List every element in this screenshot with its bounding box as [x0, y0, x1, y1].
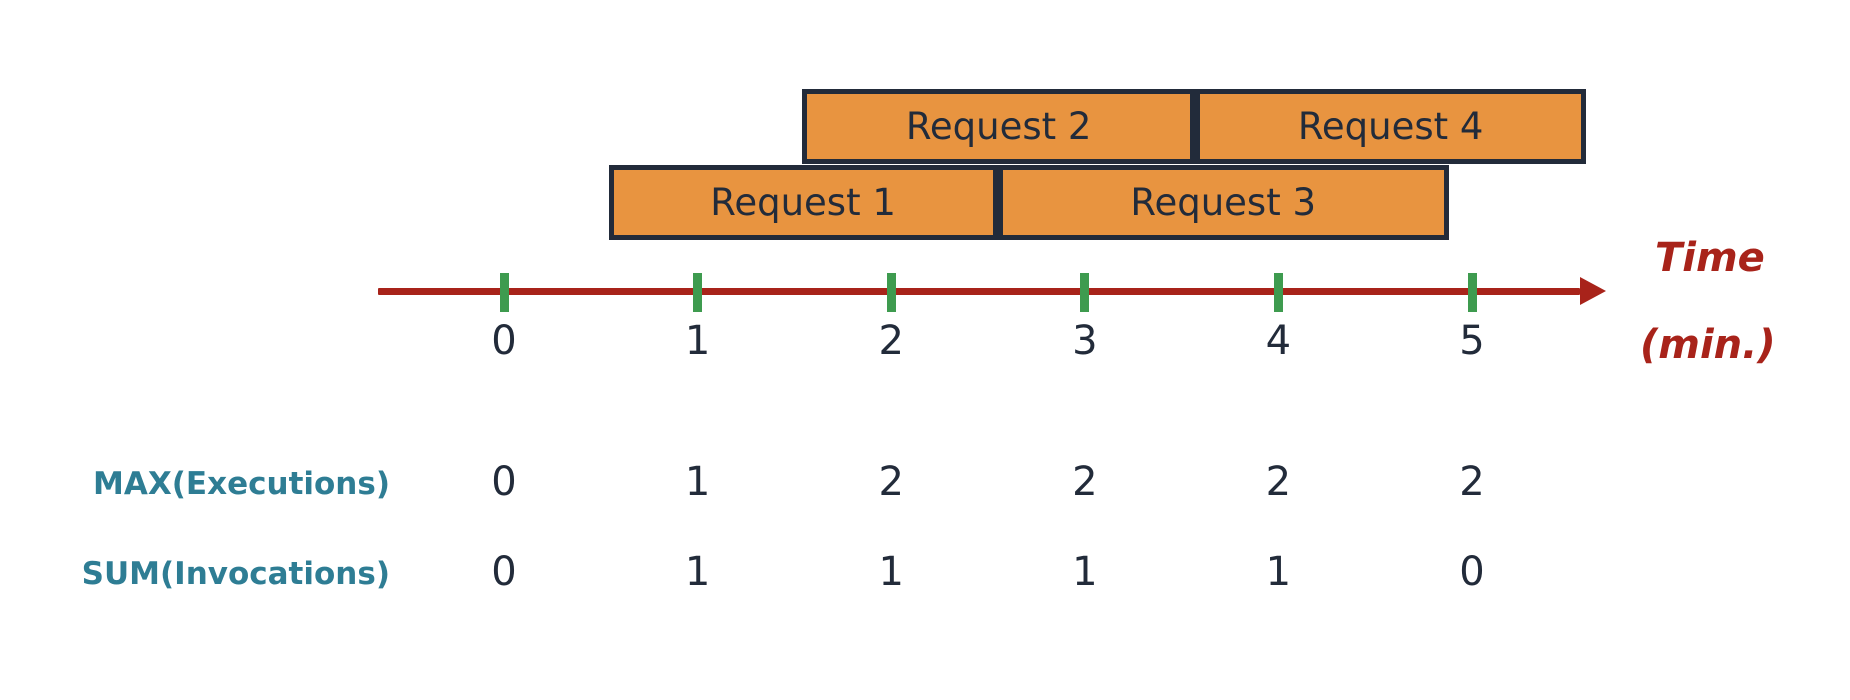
metric-value-cell: 2 — [1265, 459, 1292, 505]
metric-row-label: MAX(Executions) — [93, 466, 390, 502]
time-axis-tick — [1273, 273, 1283, 312]
time-axis-tick — [1467, 273, 1477, 312]
time-axis-tick-label: 4 — [1265, 318, 1292, 364]
request-bar-label: Request 4 — [1297, 105, 1484, 148]
metric-value-cell: 2 — [1459, 459, 1485, 505]
request-bar-label: Request 1 — [710, 181, 896, 224]
time-axis-tick-label: 3 — [1072, 318, 1098, 364]
time-axis-arrow-icon — [1580, 277, 1606, 305]
time-axis-tick-label: 5 — [1459, 318, 1485, 364]
metric-value-cell: 1 — [878, 549, 904, 595]
time-axis-tick — [693, 273, 703, 312]
time-axis-tick-label: 0 — [491, 318, 517, 364]
metric-value-cell: 2 — [1072, 459, 1098, 505]
time-axis-title-line2: (min.) — [1640, 322, 1776, 368]
metric-row-label: SUM(Invocations) — [81, 556, 390, 592]
metric-value-cell: 1 — [684, 459, 711, 505]
request-bar: Request 4 — [1195, 89, 1587, 164]
time-axis-tick — [886, 273, 896, 312]
metric-value-cell: 1 — [1265, 549, 1292, 595]
time-axis-tick-label: 2 — [878, 318, 904, 364]
time-axis-title-line1: Time — [1655, 235, 1765, 281]
metric-value-cell: 1 — [1072, 549, 1098, 595]
request-bar-label: Request 2 — [905, 105, 1092, 148]
metric-value-cell: 1 — [684, 549, 711, 595]
request-bar-label: Request 3 — [1130, 181, 1317, 224]
metric-value-cell: 2 — [878, 459, 904, 505]
time-axis-tick — [499, 273, 509, 312]
time-axis-tick-label: 1 — [684, 318, 711, 364]
request-bar: Request 1 — [608, 165, 998, 240]
request-bar: Request 2 — [802, 89, 1196, 164]
metric-value-cell: 0 — [1459, 549, 1485, 595]
request-bar: Request 3 — [997, 165, 1449, 240]
metric-value-cell: 0 — [491, 459, 517, 505]
time-axis-tick — [1080, 273, 1090, 312]
metric-value-cell: 0 — [491, 549, 517, 595]
time-axis-line — [378, 288, 1580, 295]
